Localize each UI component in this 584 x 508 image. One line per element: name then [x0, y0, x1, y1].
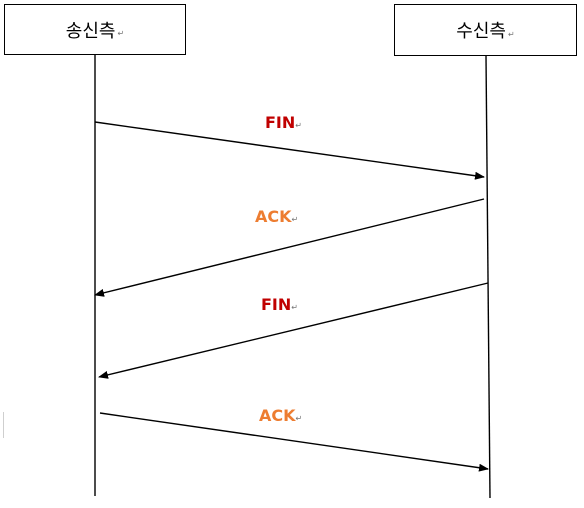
message-label-3: FIN↵ — [261, 295, 298, 314]
message-label-4: ACK↵ — [259, 406, 302, 425]
message-label-3-text: FIN — [261, 295, 291, 314]
edge-artifact — [0, 412, 4, 438]
message-arrow-1 — [94, 121, 485, 180]
receiver-lifeline — [485, 55, 491, 499]
paragraph-mark-icon: ↵ — [507, 29, 515, 39]
message-label-4-text: ACK — [259, 406, 296, 425]
receiver-label: 수신측 — [456, 21, 506, 42]
message-arrow-3 — [98, 282, 489, 379]
message-arrow-2 — [94, 198, 485, 297]
paragraph-mark-icon: ↵ — [295, 121, 302, 130]
paragraph-mark-icon: ↵ — [292, 215, 299, 224]
paragraph-mark-icon: ↵ — [117, 29, 125, 38]
message-label-2: ACK↵ — [255, 207, 298, 226]
message-label-2-text: ACK — [255, 207, 292, 226]
paragraph-mark-icon: ↵ — [296, 414, 303, 423]
sender-label: 송신측 — [65, 20, 116, 42]
message-label-1: FIN↵ — [265, 113, 302, 132]
message-label-1-text: FIN — [265, 113, 295, 132]
paragraph-mark-icon: ↵ — [291, 303, 298, 312]
sender-participant-box: 송신측↵ — [4, 4, 186, 55]
receiver-participant-box: 수신측↵ — [394, 4, 577, 56]
message-arrow-4 — [99, 412, 489, 472]
